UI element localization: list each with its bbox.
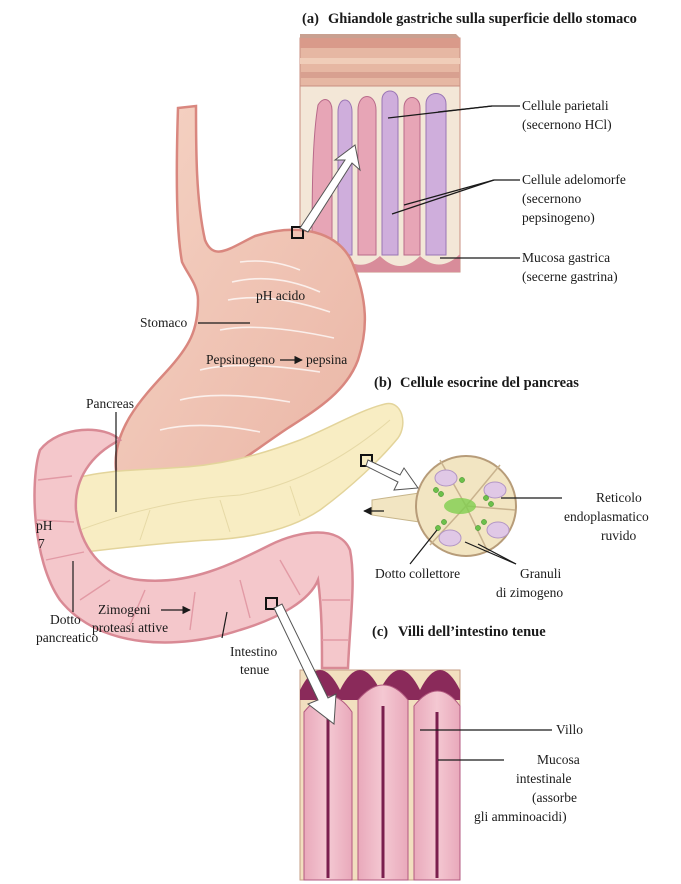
label-pepsin: pepsina	[306, 352, 347, 367]
label-gastric-mucosa: Mucosa gastrica	[522, 250, 610, 265]
panel-a-title: Ghiandole gastriche sulla superficie del…	[328, 11, 637, 27]
label-intestinal-mucosa-1: Mucosa	[537, 752, 580, 767]
label-pancreas: Pancreas	[86, 396, 134, 411]
label-gastric-mucosa-note: (secerne gastrina)	[522, 269, 618, 284]
label-pepsinogen: Pepsinogeno	[206, 352, 275, 367]
label-chief-note-2: pepsinogeno)	[522, 210, 595, 225]
label-ph-acid: pH acido	[256, 288, 305, 303]
panel-b-title: Cellule esocrine del pancreas	[400, 375, 579, 391]
panel-a-letter: (a)	[302, 11, 319, 27]
label-collecting-duct: Dotto collettore	[375, 566, 460, 581]
label-zymogen-granules-2: di zimogeno	[496, 585, 563, 600]
label-chief-note-1: (secernono	[522, 191, 581, 206]
label-villus: Villo	[556, 722, 583, 737]
label-rer-1: Reticolo	[596, 490, 642, 505]
label-chief-cells: Cellule adelomorfe	[522, 172, 626, 187]
label-pancreatic-duct-1: Dotto	[50, 612, 81, 627]
label-rer-2: endoplasmatico	[564, 509, 649, 524]
label-intestinal-mucosa-3: (assorbe	[532, 790, 577, 805]
pancreatic-acinus	[372, 456, 516, 556]
label-zymogens: Zimogeni	[98, 602, 151, 617]
label-small-intestine-1: Intestino	[230, 644, 277, 659]
label-parietal-cells: Cellule parietali	[522, 98, 609, 113]
label-rer-3: ruvido	[601, 528, 636, 543]
label-intestinal-mucosa-2: intestinale	[516, 771, 571, 786]
label-parietal-note: (secernono HCl)	[522, 117, 612, 132]
panel-c-title: Villi dell’intestino tenue	[398, 624, 546, 640]
label-small-intestine-2: tenue	[240, 662, 269, 677]
label-pancreatic-duct-2: pancreatico	[36, 630, 98, 645]
label-active-proteases: proteasi attive	[92, 620, 168, 635]
panel-b-letter: (b)	[374, 375, 392, 391]
label-zymogen-granules-1: Granuli	[520, 566, 561, 581]
label-stomach: Stomaco	[140, 315, 187, 330]
panel-c-letter: (c)	[372, 624, 388, 640]
label-intestinal-mucosa-4: gli amminoacidi)	[474, 809, 567, 824]
label-ph-neutral-1: pH	[36, 518, 53, 533]
label-ph-neutral-2: 7	[38, 536, 45, 551]
